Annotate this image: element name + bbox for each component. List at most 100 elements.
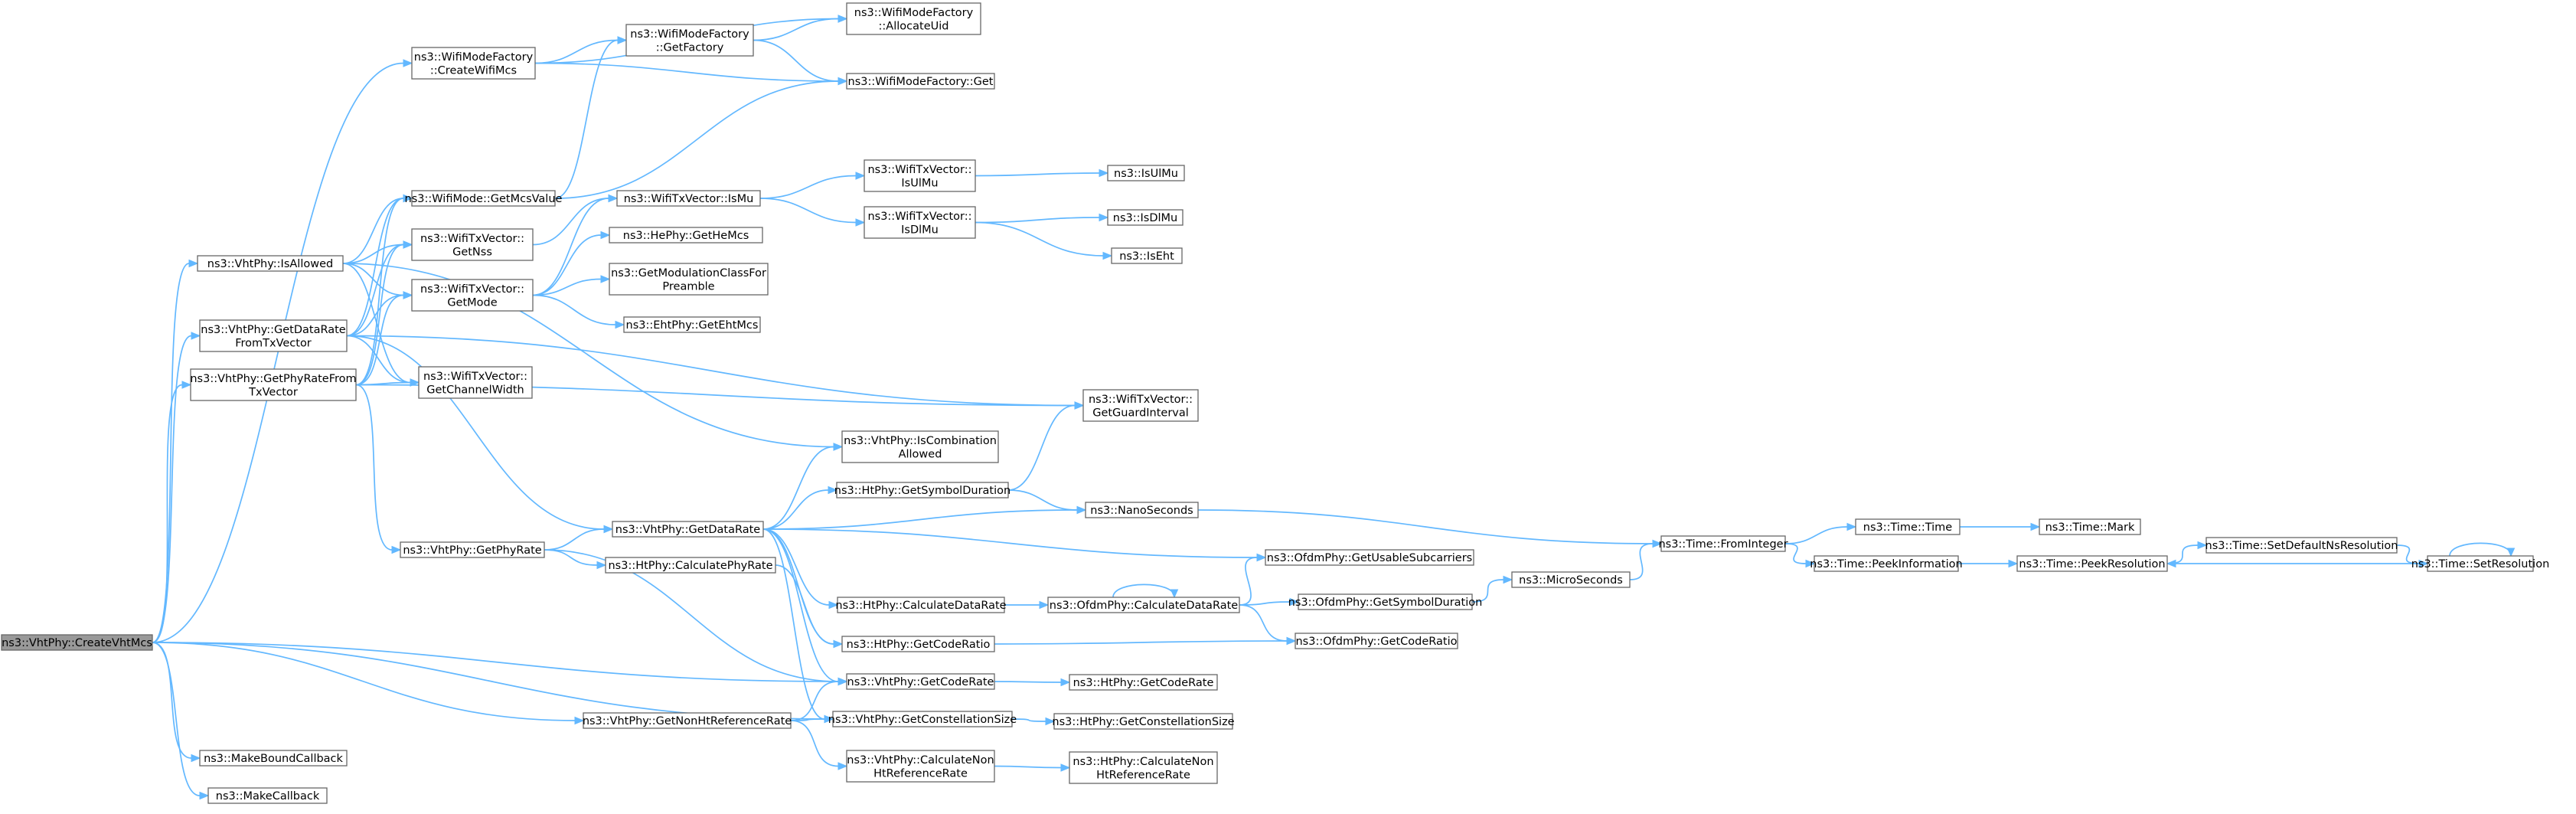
call-edge xyxy=(534,62,848,86)
graph-node[interactable]: ns3::VhtPhy::GetNonHtReferenceRate xyxy=(583,712,792,729)
graph-node[interactable]: ns3::WifiModeFactory::AllocateUid xyxy=(846,2,981,35)
graph-node[interactable]: ns3::VhtPhy::GetPhyRate xyxy=(400,541,545,558)
node-box xyxy=(846,2,981,35)
graph-node[interactable]: ns3::MicroSeconds xyxy=(1511,571,1631,588)
node-label: ns3::WifiTxVector:: xyxy=(867,164,971,176)
node-label: ns3::VhtPhy::CreateVhtMcs xyxy=(2,637,152,649)
graph-node[interactable]: ns3::HtPhy::GetCodeRate xyxy=(1069,674,1218,691)
graph-node[interactable]: ns3::WifiModeFactory::GetFactory xyxy=(625,24,754,57)
graph-node[interactable]: ns3::VhtPhy::GetDataRate xyxy=(612,521,764,538)
call-edge xyxy=(1239,597,1300,606)
call-edge xyxy=(753,39,848,86)
root-node[interactable]: ns3::VhtPhy::CreateVhtMcs xyxy=(1,634,153,651)
node-label: ns3::VhtPhy::IsCombination xyxy=(844,435,997,447)
node-label: ns3::MicroSeconds xyxy=(1519,574,1623,587)
graph-node[interactable]: ns3::WifiTxVector::IsDlMu xyxy=(864,206,976,239)
call-edge xyxy=(152,642,848,686)
call-edge xyxy=(355,384,402,554)
node-label: ns3::WifiTxVector:: xyxy=(420,233,524,245)
graph-node[interactable]: ns3::WifiTxVector::GetMode xyxy=(411,279,534,312)
graph-node[interactable]: ns3::Time::SetDefaultNsResolution xyxy=(2205,537,2398,554)
graph-node[interactable]: ns3::Time::Time xyxy=(1855,518,1961,535)
node-label: ns3::Time::SetResolution xyxy=(2411,558,2550,570)
graph-node[interactable]: ns3::HtPhy::GetConstellationSize xyxy=(1052,713,1235,730)
node-label: ns3::HtPhy::GetCodeRate xyxy=(1073,677,1214,689)
node-label: HtReferenceRate xyxy=(873,767,968,780)
graph-node[interactable]: ns3::Time::PeekInformation xyxy=(1810,555,1963,572)
graph-node[interactable]: ns3::OfdmPhy::GetUsableSubcarriers xyxy=(1265,549,1474,566)
graph-node[interactable]: ns3::HtPhy::CalculateDataRate xyxy=(835,597,1007,613)
graph-node[interactable]: ns3::VhtPhy::GetCodeRate xyxy=(846,673,995,690)
call-edge xyxy=(994,636,1297,646)
graph-node[interactable]: ns3::WifiModeFactory::CreateWifiMcs xyxy=(411,47,536,80)
node-box xyxy=(1295,633,1458,649)
node-label: GetNss xyxy=(452,246,492,258)
call-edge xyxy=(759,172,866,199)
node-box xyxy=(846,673,995,690)
graph-node[interactable]: ns3::HePhy::GetHeMcs xyxy=(609,227,763,244)
graph-node[interactable]: ns3::WifiTxVector::IsMu xyxy=(616,190,761,207)
graph-node[interactable]: ns3::WifiTxVector::GetChannelWidth xyxy=(418,366,533,399)
graph-node[interactable]: ns3::EhtPhy::GetEhtMcs xyxy=(623,316,761,333)
graph-node[interactable]: ns3::WifiMode::GetMcsValue xyxy=(405,190,563,207)
node-label: ns3::VhtPhy::CalculateNon xyxy=(847,754,994,767)
call-edge xyxy=(762,505,1087,530)
node-box xyxy=(1069,751,1218,784)
graph-node[interactable]: ns3::VhtPhy::IsAllowed xyxy=(197,255,344,272)
node-label: ns3::HtPhy::CalculateNon xyxy=(1073,756,1213,768)
node-label: Preamble xyxy=(662,280,714,293)
node-box xyxy=(199,319,348,352)
graph-node[interactable]: ns3::Time::SetResolution xyxy=(2411,555,2550,572)
graph-node[interactable]: ns3::Time::FromInteger xyxy=(1658,535,1788,552)
graph-node[interactable]: ns3::Time::PeekResolution xyxy=(2016,555,2168,572)
call-edge xyxy=(2166,559,2427,568)
graph-node[interactable]: ns3::VhtPhy::GetConstellationSize xyxy=(828,711,1017,727)
node-box xyxy=(2039,518,2141,535)
node-box xyxy=(197,255,344,272)
node-box xyxy=(2427,555,2534,572)
graph-node[interactable]: ns3::IsUlMu xyxy=(1107,165,1185,181)
graph-node[interactable]: ns3::IsDlMu xyxy=(1107,209,1184,226)
node-label: ns3::VhtPhy::IsAllowed xyxy=(207,258,333,270)
node-box xyxy=(605,557,776,574)
node-label: ns3::HtPhy::GetCodeRatio xyxy=(847,639,991,651)
graph-node[interactable]: ns3::Time::Mark xyxy=(2039,518,2141,535)
graph-node[interactable]: ns3::OfdmPhy::GetSymbolDuration xyxy=(1288,593,1483,610)
node-box xyxy=(864,206,976,239)
node-label: ns3::GetModulationClassFor xyxy=(611,267,766,280)
node-box xyxy=(1111,247,1183,264)
call-edge xyxy=(762,485,838,530)
graph-node[interactable]: ns3::WifiTxVector::GetNss xyxy=(411,228,534,261)
node-box xyxy=(1053,713,1233,730)
node-label: ns3::VhtPhy::GetPhyRate xyxy=(403,544,541,557)
graph-node[interactable]: ns3::WifiModeFactory::Get xyxy=(846,73,995,90)
graph-node[interactable]: ns3::OfdmPhy::CalculateDataRate xyxy=(1047,597,1240,613)
graph-node[interactable]: ns3::HtPhy::GetSymbolDuration xyxy=(834,482,1010,499)
graph-node[interactable]: ns3::WifiTxVector::GetGuardInterval xyxy=(1082,389,1199,422)
graph-node[interactable]: ns3::HtPhy::GetCodeRatio xyxy=(841,636,995,652)
node-label: ns3::WifiModeFactory xyxy=(854,7,974,19)
graph-node[interactable]: ns3::MakeBoundCallback xyxy=(199,750,348,767)
node-box xyxy=(411,190,556,207)
call-edge xyxy=(355,194,413,386)
graph-node[interactable]: ns3::WifiTxVector::IsUlMu xyxy=(864,159,976,192)
graph-node[interactable]: ns3::IsEht xyxy=(1111,247,1183,264)
graph-node[interactable]: ns3::NanoSeconds xyxy=(1085,502,1199,518)
node-box xyxy=(609,227,763,244)
call-edge xyxy=(355,240,413,386)
node-label: ns3::HePhy::GetHeMcs xyxy=(623,230,749,242)
graph-node[interactable]: ns3::MakeCallback xyxy=(207,787,328,804)
call-edge xyxy=(1011,717,1056,726)
node-label: ns3::WifiTxVector::IsMu xyxy=(624,193,754,205)
graph-node[interactable]: ns3::HtPhy::CalculatePhyRate xyxy=(605,557,776,574)
node-label: ns3::WifiModeFactory xyxy=(414,51,534,64)
graph-node[interactable]: ns3::OfdmPhy::GetCodeRatio xyxy=(1295,633,1458,649)
node-label: ns3::Time::PeekInformation xyxy=(1810,558,1962,570)
call-edge xyxy=(554,36,628,199)
